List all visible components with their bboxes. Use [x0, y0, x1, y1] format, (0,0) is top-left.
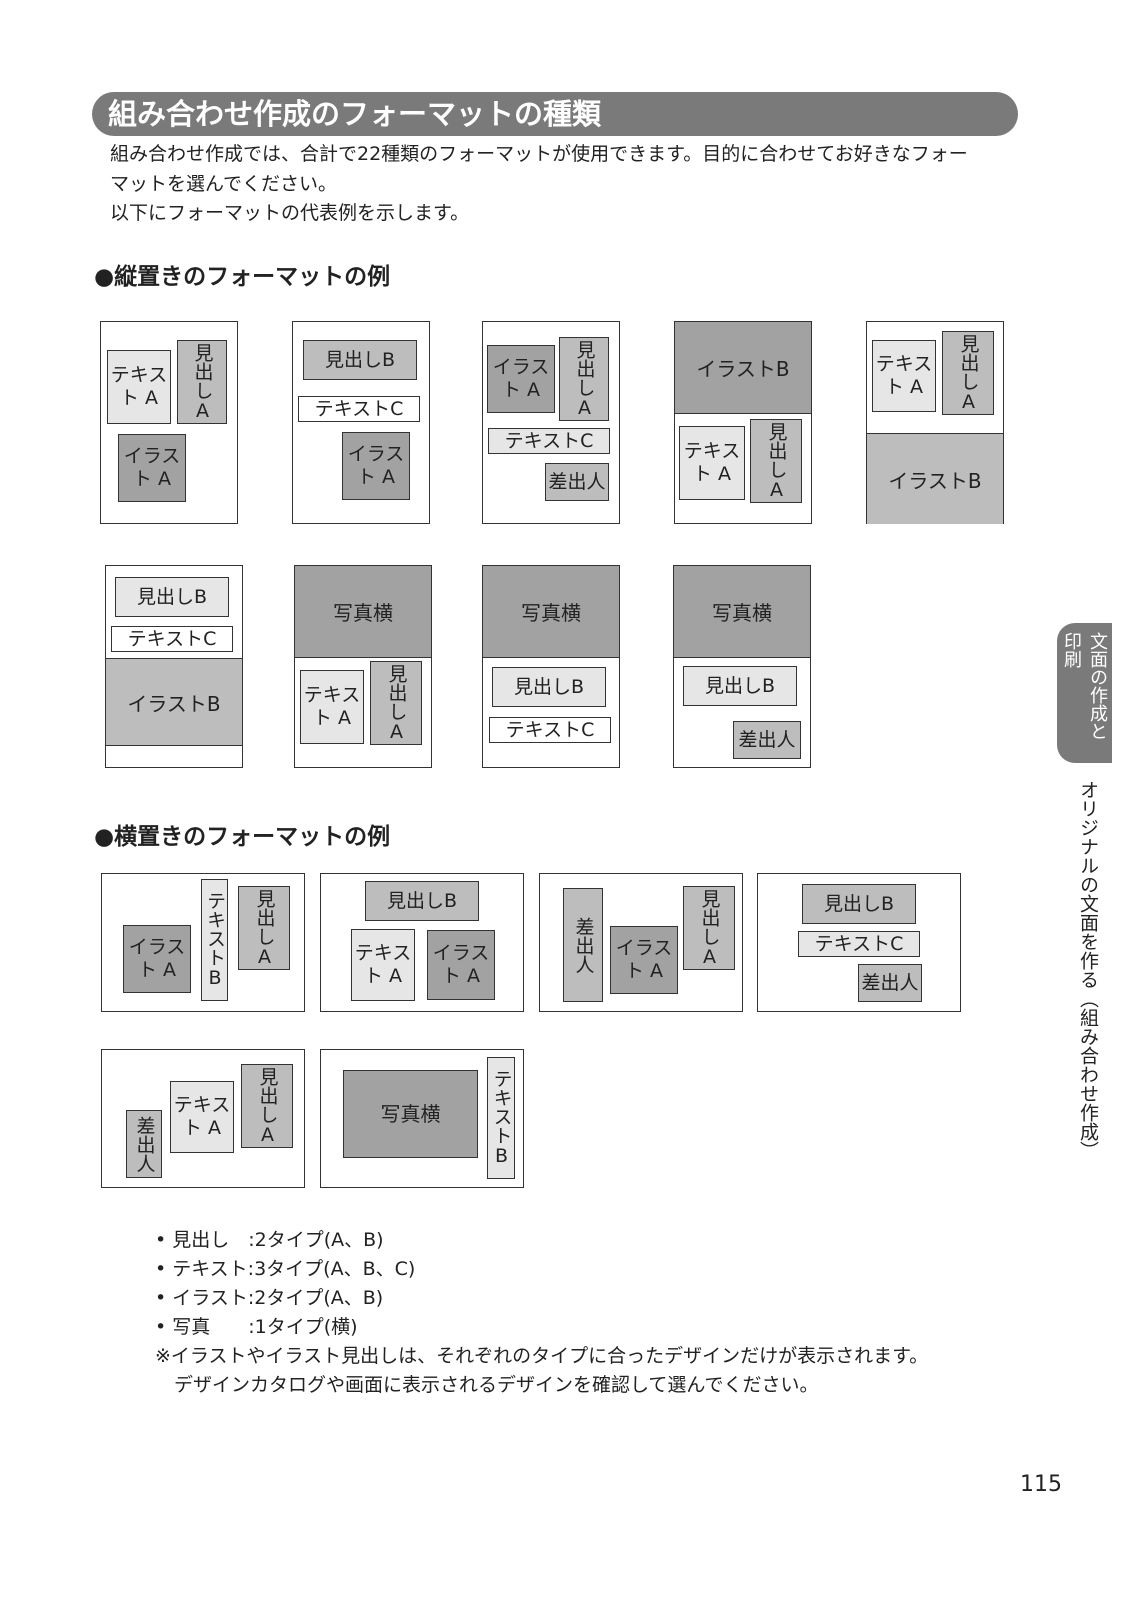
landscape-format-2[interactable]: 見出しB テキスト A イラスト A [320, 873, 524, 1012]
heading-a-box: 見出しA [683, 886, 735, 970]
text-a-box: テキスト A [679, 426, 745, 500]
photo-band: 写真横 [483, 566, 619, 658]
photo-band: 写真横 [295, 566, 431, 658]
illust-a-box: イラスト A [487, 345, 555, 413]
portrait-format-2[interactable]: 見出しB テキストC イラスト A [292, 321, 430, 524]
portrait-format-3[interactable]: イラスト A 見出しA テキストC 差出人 [482, 321, 620, 524]
page-title: 組み合わせ作成のフォーマットの種類 [108, 97, 602, 131]
portrait-section-heading: ●縦置きのフォーマットの例 [94, 264, 391, 290]
landscape-format-1[interactable]: イラスト A テキストB 見出しA [101, 873, 305, 1012]
illust-a-box: イラスト A [123, 925, 191, 993]
note-text-types: • テキスト:3タイプ(A、B、C) [155, 1258, 416, 1280]
sender-box: 差出人 [858, 964, 922, 1002]
portrait-format-4[interactable]: イラストB テキスト A 見出しA [674, 321, 812, 524]
heading-b-box: 見出しB [683, 666, 797, 706]
heading-b-box: 見出しB [802, 884, 916, 924]
heading-a-box: 見出しA [177, 340, 227, 424]
heading-a-box: 見出しA [370, 661, 422, 745]
landscape-format-4[interactable]: 見出しB テキストC 差出人 [757, 873, 961, 1012]
heading-b-box: 見出しB [303, 340, 417, 380]
text-c-box: テキストC [489, 717, 611, 743]
heading-a-box: 見出しA [942, 331, 994, 415]
text-a-box: テキスト A [351, 929, 415, 1001]
text-c-box: テキストC [111, 626, 233, 652]
text-a-box: テキスト A [170, 1081, 234, 1153]
illust-b-band: イラストB [675, 322, 811, 414]
text-b-box: テキストB [487, 1057, 515, 1179]
note-remark-2: デザインカタログや画面に表示されるデザインを確認して選んでください。 [155, 1374, 819, 1396]
title-bar [92, 92, 1018, 136]
heading-b-box: 見出しB [492, 667, 606, 707]
landscape-format-3[interactable]: 差出人 イラスト A 見出しA [539, 873, 743, 1012]
side-chapter-title: オリジナルの文面を作る（組み合わせ作成） [1077, 780, 1099, 1160]
portrait-format-5[interactable]: テキスト A 見出しA イラストB [866, 321, 1004, 524]
portrait-format-9[interactable]: 写真横 見出しB 差出人 [673, 565, 811, 768]
landscape-section-heading: ●横置きのフォーマットの例 [94, 824, 391, 850]
text-c-box: テキストC [798, 931, 920, 957]
note-illust-types: • イラスト:2タイプ(A、B) [155, 1287, 384, 1309]
photo-band: 写真横 [674, 566, 810, 658]
landscape-format-5[interactable]: 差出人 テキスト A 見出しA [101, 1049, 305, 1188]
portrait-format-1[interactable]: テキスト A 見出しA イラスト A [100, 321, 238, 524]
sender-box: 差出人 [126, 1110, 162, 1178]
heading-a-box: 見出しA [750, 419, 802, 503]
intro-line-3: 以下にフォーマットの代表例を示します。 [110, 202, 470, 224]
illust-a-box: イラスト A [118, 434, 186, 502]
sender-box: 差出人 [545, 463, 609, 501]
side-chapter-tab[interactable] [1057, 623, 1112, 763]
heading-a-box: 見出しA [238, 886, 290, 970]
text-a-box: テキスト A [300, 670, 364, 744]
illust-a-box: イラスト A [427, 930, 495, 1000]
illust-a-box: イラスト A [610, 926, 678, 994]
sender-box: 差出人 [733, 721, 801, 759]
text-c-box: テキストC [488, 428, 610, 454]
text-a-box: テキスト A [872, 340, 936, 412]
portrait-format-8[interactable]: 写真横 見出しB テキストC [482, 565, 620, 768]
sender-box: 差出人 [563, 888, 603, 1002]
photo-box: 写真横 [343, 1070, 478, 1158]
illust-b-band: イラストB [867, 433, 1003, 524]
illust-b-band: イラストB [106, 658, 242, 746]
text-a-box: テキスト A [107, 350, 171, 424]
heading-a-box: 見出しA [559, 337, 609, 421]
note-remark-1: ※イラストやイラスト見出しは、それぞれのタイプに合ったデザインだけが表示されます… [155, 1345, 929, 1367]
note-heading-types: • 見出し :2タイプ(A、B) [155, 1229, 384, 1251]
landscape-format-6[interactable]: 写真横 テキストB [320, 1049, 524, 1188]
heading-a-box: 見出しA [241, 1064, 293, 1148]
side-tab-label: 文面の作成と印刷 [1061, 632, 1108, 740]
portrait-format-6[interactable]: 見出しB テキストC イラストB [105, 565, 243, 768]
heading-b-box: 見出しB [365, 881, 479, 921]
intro-line-1: 組み合わせ作成では、合計で22種類のフォーマットが使用できます。目的に合わせてお… [110, 143, 968, 165]
text-b-box: テキストB [201, 879, 228, 1001]
note-photo-types: • 写真 :1タイプ(横) [155, 1316, 358, 1338]
intro-line-2: マットを選んでください。 [110, 173, 338, 195]
page-number: 115 [1020, 1472, 1062, 1497]
text-c-box: テキストC [298, 396, 420, 422]
heading-b-box: 見出しB [115, 577, 229, 617]
illust-a-box: イラスト A [342, 432, 410, 500]
portrait-format-7[interactable]: 写真横 テキスト A 見出しA [294, 565, 432, 768]
